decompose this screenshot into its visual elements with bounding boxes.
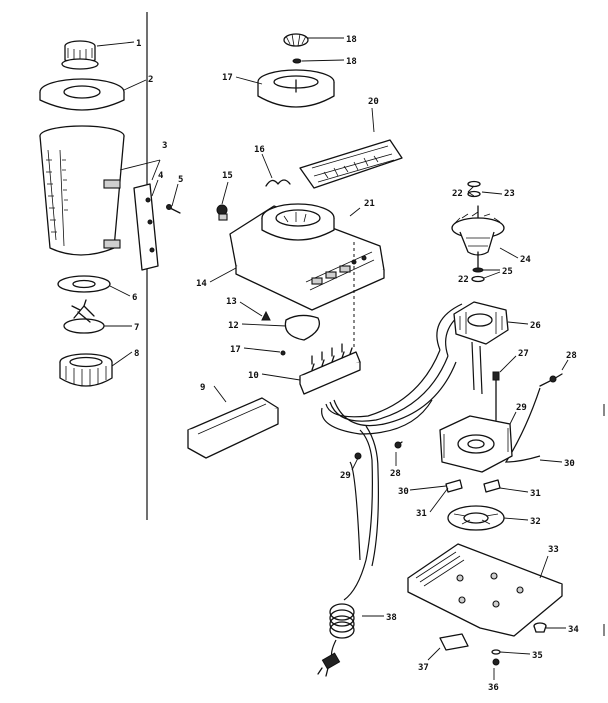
part-jar-lid: [39, 78, 125, 111]
callout-3: 3: [162, 141, 167, 151]
callout-30-left: 30: [398, 487, 409, 497]
leaders-left: [96, 41, 179, 367]
callout-31-right: 31: [530, 489, 541, 499]
part-drive-coupler: [283, 33, 309, 64]
part-bottom-screw: [492, 658, 500, 666]
callout-24: 24: [520, 255, 531, 265]
callout-31-left: 31: [416, 509, 427, 519]
leaders-right: [209, 37, 569, 680]
callout-9: 9: [200, 383, 205, 393]
callout-13: 13: [226, 297, 237, 307]
callout-17: 17: [230, 345, 241, 355]
part-fan-disc: [447, 505, 505, 531]
part-spring: [265, 179, 291, 187]
callout-20: 20: [368, 97, 379, 107]
part-blade-assembly: [63, 299, 105, 334]
part-small-screw: [280, 350, 286, 356]
callout-2: 2: [148, 75, 153, 85]
part-base-housing: [229, 203, 385, 311]
callout-33: 33: [548, 545, 559, 555]
part-terminal-pin: [492, 371, 500, 421]
part-bottom-plate: [407, 543, 563, 637]
part-washer-bottom: [491, 649, 501, 655]
wire-right: [504, 387, 541, 463]
callout-6: 6: [132, 293, 137, 303]
callout-4: 4: [158, 171, 164, 181]
callout-28-left: 28: [390, 469, 401, 479]
part-spring-clips: [445, 479, 501, 493]
part-clip: [261, 310, 271, 321]
callout-12: 12: [228, 321, 239, 331]
clip-dot: [394, 441, 402, 449]
callout-17-top: 17: [222, 73, 233, 83]
part-switch-cover: [284, 314, 321, 341]
part-cord-tray: [187, 397, 279, 459]
callout-16: 16: [254, 145, 265, 155]
callout-22-bottom: 22: [458, 275, 469, 285]
part-switch-block: [299, 343, 361, 395]
callout-29-mount: 29: [516, 403, 527, 413]
callout-26: 26: [530, 321, 541, 331]
part-knob: [216, 204, 228, 221]
callout-18-washer: 18: [346, 57, 357, 67]
part-thrust-washers-top: [467, 180, 481, 198]
callout-29-bushing: 29: [340, 471, 351, 481]
callout-28-right: 28: [566, 351, 577, 361]
part-motor-mount: [439, 415, 513, 473]
callout-22-top: 22: [452, 189, 463, 199]
part-handle: [133, 183, 159, 271]
wire-harness: [321, 303, 483, 567]
callout-8: 8: [134, 349, 139, 359]
part-power-cord: [317, 559, 367, 677]
callout-35: 35: [532, 651, 543, 661]
callout-15: 15: [222, 171, 233, 181]
callout-25: 25: [502, 267, 513, 277]
part-switch-plate: [299, 139, 403, 189]
callout-34: 34: [568, 625, 579, 635]
part-rating-label: [439, 633, 469, 651]
callout-23: 23: [504, 189, 515, 199]
part-threaded-ring: [59, 353, 113, 387]
part-screw: [166, 204, 181, 214]
part-gasket: [57, 275, 111, 293]
callout-21: 21: [364, 199, 375, 209]
callout-1: 1: [136, 39, 141, 49]
callout-37: 37: [418, 663, 429, 673]
callout-32: 32: [530, 517, 541, 527]
part-armature: [451, 205, 505, 271]
callout-38: 38: [386, 613, 397, 623]
part-rubber-foot: [533, 622, 547, 633]
callout-18-coupler: 18: [346, 35, 357, 45]
callout-14: 14: [196, 279, 207, 289]
callout-30-right: 30: [564, 459, 575, 469]
callout-labels: 1 2 3 4 5 6 7 8 9 10 12 13 14 15 16 17 1…: [132, 35, 579, 693]
callout-36: 36: [488, 683, 499, 693]
part-jar: [39, 125, 125, 256]
callout-5: 5: [178, 175, 183, 185]
callout-10: 10: [248, 371, 259, 381]
part-base-pad-top: [257, 69, 335, 108]
connector-dot: [549, 375, 557, 383]
callout-7: 7: [134, 323, 139, 333]
part-motor-field: [453, 301, 509, 345]
callout-27: 27: [518, 349, 529, 359]
part-fill-cup: [61, 40, 99, 70]
part-thrust-washers-bottom: [471, 267, 485, 283]
